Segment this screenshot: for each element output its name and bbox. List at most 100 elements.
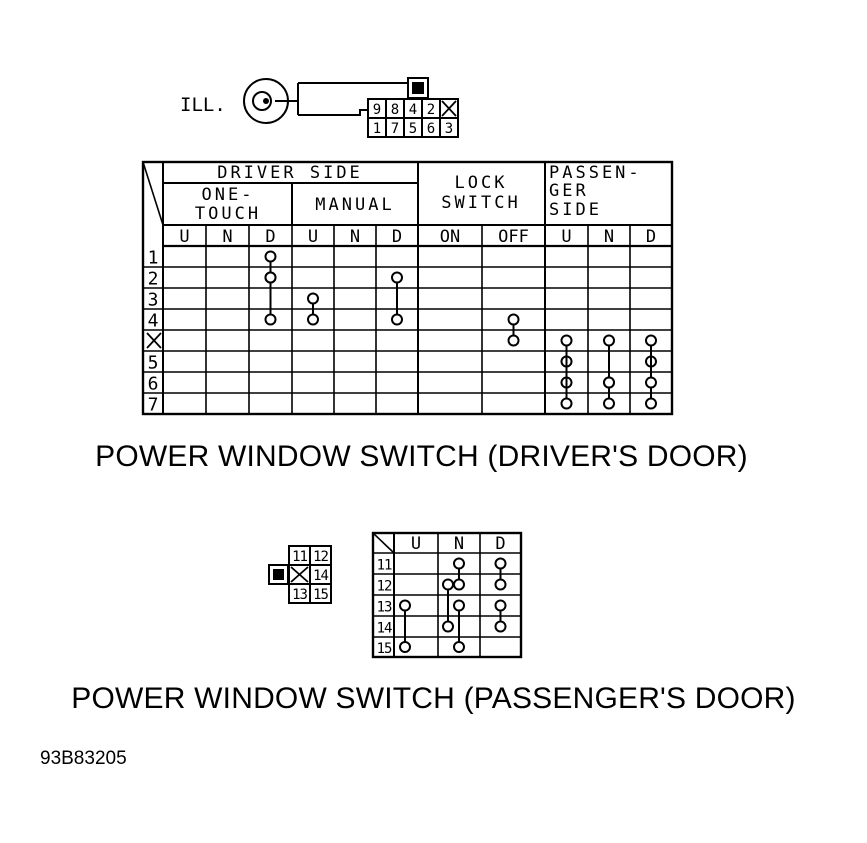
continuity-terminal (494, 620, 507, 633)
connector-blank-cell (290, 566, 309, 583)
group-passenger-line3: SIDE (549, 200, 602, 220)
corner-diagonal (372, 532, 395, 554)
continuity-link (391, 271, 403, 326)
continuity-terminal (453, 557, 465, 570)
continuity-terminal (307, 313, 319, 326)
row-label-7: 7 (148, 395, 159, 416)
group-passenger-line2: GER (549, 181, 589, 201)
sub-one-touch-line1: ONE- (202, 185, 255, 205)
sub-one-touch-line2: TOUCH (195, 204, 261, 224)
continuity-terminal (442, 620, 454, 633)
row-label-13: 13 (377, 600, 392, 616)
connector-pin-2: 2 (427, 102, 435, 118)
continuity-terminal (264, 250, 277, 263)
ill-label: ILL. (180, 94, 226, 116)
continuity-link (494, 557, 507, 591)
connector-pin-5: 5 (409, 121, 417, 137)
column-label-9: U (561, 227, 571, 247)
row-label-2: 2 (148, 269, 159, 290)
column-label-2: N (222, 227, 232, 247)
connector-pin-3: 3 (445, 121, 453, 137)
row-label-6: 6 (148, 374, 159, 395)
connector-pin-8: 8 (391, 102, 399, 118)
connector-pin-1: 1 (373, 121, 381, 137)
row-label-1: 1 (148, 248, 159, 269)
column-label-5: N (350, 227, 360, 247)
continuity-terminal (507, 313, 520, 326)
row-label-14: 14 (377, 621, 392, 637)
continuity-terminal (645, 376, 657, 389)
connector-blank-cell (441, 100, 457, 117)
column-label-3: D (265, 227, 275, 247)
continuity-link (494, 599, 507, 633)
row-label-3: 3 (148, 290, 159, 311)
continuity-terminal (453, 599, 465, 612)
continuity-terminal (494, 599, 507, 612)
row-label-12: 12 (377, 579, 392, 595)
connector-pin-15: 15 (313, 587, 328, 603)
column-label-U: U (411, 534, 421, 554)
continuity-terminal (603, 334, 615, 347)
continuity-link (264, 271, 277, 326)
continuity-terminal (645, 334, 657, 347)
continuity-terminal (264, 313, 277, 326)
continuity-terminal (399, 641, 411, 653)
continuity-terminal (391, 313, 403, 326)
figure-code: 93B83205 (40, 748, 127, 769)
column-label-8: OFF (498, 227, 529, 247)
continuity-terminal (399, 599, 411, 612)
column-label-7: ON (440, 227, 460, 247)
row-label-11: 11 (377, 558, 392, 574)
continuity-terminal (603, 376, 615, 389)
passenger-switch-connector: 11 12 14 13 15 (268, 545, 332, 604)
column-label-6: D (392, 227, 402, 247)
passenger-door-title: POWER WINDOW SWITCH (PASSENGER'S DOOR) (71, 682, 796, 715)
continuity-link (645, 334, 657, 389)
group-lock-line1: LOCK (455, 173, 508, 193)
continuity-terminal (453, 641, 465, 653)
continuity-link (560, 334, 573, 410)
corner-diagonal (142, 161, 164, 226)
continuity-link (507, 313, 520, 347)
group-lock-line2: SWITCH (441, 193, 520, 213)
connector-pin-4: 4 (409, 102, 417, 118)
continuity-link (442, 578, 454, 633)
row-label-15: 15 (377, 641, 392, 657)
connector-pin-9: 9 (373, 102, 381, 118)
continuity-terminal (391, 271, 403, 284)
group-passenger-line1: PASSEN- (549, 163, 642, 183)
connector-pin-11: 11 (292, 549, 307, 565)
continuity-terminal (603, 397, 615, 410)
continuity-terminal (264, 271, 277, 284)
continuity-terminal (494, 578, 507, 591)
column-label-N: N (454, 534, 464, 554)
row-label-5: 5 (148, 353, 159, 374)
connector-pin-6: 6 (427, 121, 435, 137)
continuity-link (453, 557, 465, 591)
continuity-link (399, 599, 411, 653)
row-label-x (146, 332, 162, 349)
driver-door-title: POWER WINDOW SWITCH (DRIVER'S DOOR) (95, 440, 748, 473)
sub-manual: MANUAL (315, 195, 394, 215)
connector-key (273, 569, 284, 580)
connector-pin-14: 14 (313, 568, 328, 584)
connector-pin-7: 7 (391, 121, 399, 137)
continuity-terminal (560, 334, 573, 347)
continuity-terminal (645, 397, 657, 410)
row-label-4: 4 (148, 311, 159, 332)
continuity-terminal (453, 578, 465, 591)
continuity-link (307, 292, 319, 326)
continuity-link (603, 376, 615, 410)
group-driver-side: DRIVER SIDE (217, 163, 363, 183)
column-label-4: U (308, 227, 318, 247)
column-label-11: D (646, 227, 656, 247)
connector-pin-13: 13 (292, 587, 307, 603)
continuity-terminal (307, 292, 319, 305)
continuity-terminal (507, 334, 520, 347)
column-label-1: U (179, 227, 189, 247)
connector-pin-12: 12 (313, 549, 328, 565)
continuity-terminal (560, 397, 573, 410)
